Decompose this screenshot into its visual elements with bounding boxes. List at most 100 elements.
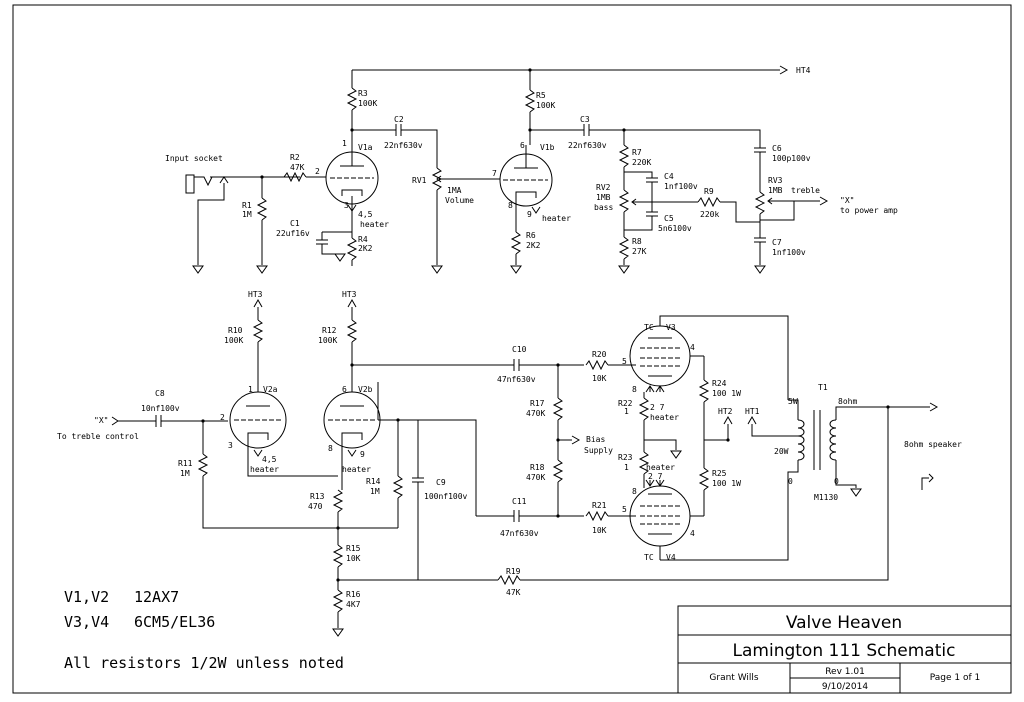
r10-value: 100K (224, 336, 243, 345)
bias-label-2: Supply (584, 446, 613, 455)
note-resistors: All resistors 1/2W unless noted (64, 654, 344, 672)
svg-text:2 7: 2 7 (650, 403, 665, 412)
r2-label: R2 (290, 153, 300, 162)
r20-value: 10K (592, 374, 607, 383)
svg-text:5: 5 (622, 505, 627, 514)
r22-label: R22 (618, 399, 633, 408)
svg-text:4: 4 (690, 343, 695, 352)
note-v34-type: 6CM5/EL36 (134, 613, 215, 631)
ht2-label: HT2 (718, 407, 733, 416)
r23-label: R23 (618, 453, 633, 462)
svg-text:9: 9 (360, 450, 365, 459)
r16-label: R16 (346, 590, 361, 599)
svg-text:2 7: 2 7 (648, 472, 663, 481)
v4-tc: TC (644, 553, 654, 562)
r8-label: R8 (632, 237, 642, 246)
title-block: Valve Heaven Lamington 111 Schematic Gra… (677, 605, 1012, 694)
x-input-desc: To treble control (57, 432, 139, 441)
preamp-section: HT4 R3 100K Input socket R1 1M R2 47K 1 … (165, 65, 811, 274)
input-jack[interactable] (185, 174, 195, 194)
svg-text:4,5: 4,5 (262, 455, 277, 464)
r2-value: 47K (290, 163, 305, 172)
ht3-label-b: HT3 (342, 290, 357, 299)
r15-label: R15 (346, 544, 361, 553)
r6-value: 2K2 (526, 241, 541, 250)
rv1-name: Volume (445, 196, 474, 205)
c3-value: 22nf630v (568, 141, 607, 150)
c4-value: 1nf100v (664, 182, 698, 191)
svg-text:4: 4 (690, 529, 695, 538)
svg-text:3: 3 (228, 441, 233, 450)
r10-label: R10 (228, 326, 243, 335)
r4-label: R4 (358, 235, 368, 244)
v2b-label: V2b (358, 385, 373, 394)
r8-value: 27K (632, 247, 647, 256)
c4-label: C4 (664, 172, 674, 181)
r20-label: R20 (592, 350, 607, 359)
r4-value: 2K2 (358, 244, 373, 253)
r22-value: 1 (624, 407, 629, 416)
out-x-label: "X" (840, 196, 854, 205)
rv1-label: RV1 (412, 176, 427, 185)
speaker-label: 8ohm speaker (904, 440, 962, 449)
r12-label: R12 (322, 326, 337, 335)
v3-tc: TC (644, 323, 654, 332)
rv3-name: treble (791, 186, 820, 195)
t1-8ohm: 8ohm (838, 397, 857, 406)
svg-text:8: 8 (632, 385, 637, 394)
r21-label: R21 (592, 501, 607, 510)
svg-text:0: 0 (788, 477, 793, 486)
r1-value: 1M (242, 210, 252, 219)
revision: Rev 1.01 (825, 667, 865, 677)
r1-label: R1 (242, 201, 252, 210)
r13-value: 470 (308, 502, 323, 511)
input-socket-label: Input socket (165, 154, 223, 163)
svg-text:9: 9 (527, 210, 532, 219)
r5-label: R5 (536, 91, 546, 100)
v1a-label: V1a (358, 143, 373, 152)
r25-value: 100 1W (712, 479, 741, 488)
svg-text:8: 8 (328, 444, 333, 453)
bias-label: Bias (586, 435, 605, 444)
c8-label: C8 (155, 389, 165, 398)
v3-label: V3 (666, 323, 676, 332)
c5-label: C5 (664, 214, 674, 223)
rv2-value: 1MB (596, 193, 611, 202)
r14-value: 1M (370, 487, 380, 496)
c1-value: 22uf16v (276, 229, 310, 238)
svg-text:8: 8 (632, 487, 637, 496)
svg-text:heater: heater (360, 220, 389, 229)
r6-label: R6 (526, 231, 536, 240)
t1-part: M1130 (814, 493, 838, 502)
r9-value: 220k (700, 210, 719, 219)
c10-value: 47nf630v (497, 375, 536, 384)
t1-20w: 20W (774, 447, 789, 456)
rv3-label: RV3 (768, 176, 783, 185)
r5-value: 100K (536, 101, 555, 110)
v4-label: V4 (666, 553, 676, 562)
r3-label: R3 (358, 89, 368, 98)
page-number: Page 1 of 1 (930, 673, 981, 683)
c3-label: C3 (580, 115, 590, 124)
c7-value: 1nf100v (772, 248, 806, 257)
svg-text:3: 3 (344, 201, 349, 210)
r18-value: 470K (526, 473, 545, 482)
note-v12: V1,V2 (64, 588, 109, 606)
r17-value: 470K (526, 409, 545, 418)
v3-tube (629, 325, 691, 387)
c2-label: C2 (394, 115, 404, 124)
c11-value: 47nf630v (500, 529, 539, 538)
rv1-value: 1MA (447, 186, 462, 195)
note-v12-type: 12AX7 (134, 588, 179, 606)
t1-label: T1 (818, 383, 828, 392)
svg-text:2: 2 (220, 413, 225, 422)
svg-text:6: 6 (342, 385, 347, 394)
r23-value: 1 (624, 463, 629, 472)
r25-label: R25 (712, 469, 727, 478)
v1b-label: V1b (540, 143, 555, 152)
r7-value: 220K (632, 158, 651, 167)
r3-value: 100K (358, 99, 377, 108)
rv3-value: 1MB (768, 186, 783, 195)
r12-value: 100K (318, 336, 337, 345)
